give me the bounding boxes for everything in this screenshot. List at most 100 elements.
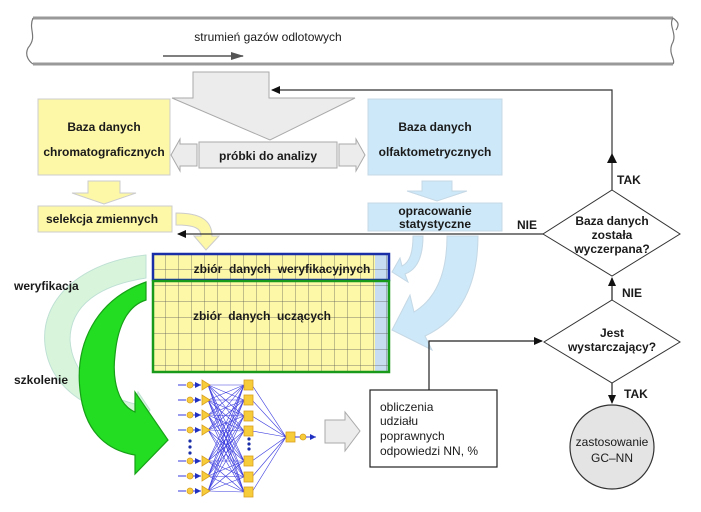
nn-connection bbox=[207, 490, 245, 493]
arrow-to-statistical-processing bbox=[406, 180, 468, 202]
nn-connection bbox=[207, 430, 245, 492]
nn-ellipsis-dot bbox=[247, 442, 251, 446]
nn-ellipsis-dot bbox=[247, 437, 251, 441]
nn-input-neuron bbox=[201, 485, 211, 497]
data-grid: zbiór danych weryfikacyjnych zbiór danyc… bbox=[151, 252, 391, 374]
nn-ellipsis-dot bbox=[188, 439, 192, 443]
chromatographic-database-box bbox=[37, 98, 171, 176]
nn-connection bbox=[207, 384, 245, 492]
decision-database-exhausted[interactable] bbox=[542, 189, 681, 277]
nn-output-neuron bbox=[285, 431, 296, 443]
nn-connection bbox=[251, 436, 287, 462]
arrow-to-variable-selection bbox=[71, 180, 137, 205]
sufficient-yes-label: TAK bbox=[624, 387, 648, 401]
calc-line-3: poprawnych bbox=[380, 429, 445, 443]
curved-arrow-stats-to-training bbox=[391, 235, 479, 352]
sampling-arrow bbox=[171, 71, 356, 141]
variable-selection-label: selekcja zmiennych bbox=[46, 212, 158, 226]
exhausted-no-label: NIE bbox=[517, 218, 537, 232]
terminal-apply-gc-nn[interactable] bbox=[569, 404, 655, 490]
verification-label: weryfikacja bbox=[13, 279, 79, 293]
nn-connection bbox=[251, 430, 287, 438]
nn-input-neuron bbox=[201, 394, 211, 406]
nn-connection bbox=[207, 384, 245, 416]
nn-connection bbox=[207, 384, 245, 401]
nn-output-node bbox=[299, 433, 307, 441]
olfactometric-db-line2: olfaktometrycznych bbox=[379, 145, 492, 159]
decision-exhausted-line1: Baza danych bbox=[575, 214, 648, 228]
terminal-line2: GC–NN bbox=[591, 451, 633, 465]
samples-label: próbki do analizy bbox=[219, 149, 317, 163]
calculation-box bbox=[369, 389, 498, 468]
nn-connection bbox=[251, 436, 287, 478]
curved-arrow-to-verification-set bbox=[175, 212, 221, 251]
nn-hidden-neuron bbox=[243, 455, 254, 467]
nn-input-neuron bbox=[201, 470, 211, 482]
arrow-to-chromatographic bbox=[170, 137, 198, 173]
nn-connection bbox=[207, 476, 245, 492]
nn-connection bbox=[251, 436, 287, 493]
nn-hidden-neuron bbox=[243, 394, 254, 406]
nn-input-neuron bbox=[201, 379, 211, 391]
calc-line-4: odpowiedzi NN, % bbox=[380, 444, 478, 458]
nn-input-neuron bbox=[201, 424, 211, 436]
variable-selection-box bbox=[37, 205, 173, 233]
training-set-box bbox=[151, 279, 391, 374]
nn-connection bbox=[251, 384, 287, 438]
nn-ellipsis-dot bbox=[188, 445, 192, 449]
nn-connection bbox=[207, 384, 245, 417]
nn-input-node bbox=[186, 411, 194, 419]
nn-hidden-neuron bbox=[243, 486, 254, 498]
nn-input-node bbox=[186, 457, 194, 465]
neural-network bbox=[178, 379, 316, 498]
nn-hidden-neuron bbox=[243, 379, 254, 391]
samples-box bbox=[198, 141, 338, 169]
nn-input-node bbox=[186, 396, 194, 404]
decision-sufficient-line1: Jest bbox=[600, 326, 624, 340]
nn-input-neuron bbox=[201, 409, 211, 421]
nn-connection bbox=[207, 399, 245, 492]
nn-input-neuron bbox=[201, 455, 211, 467]
nn-hidden-neuron bbox=[243, 425, 254, 437]
statistical-processing-line1: opracowanie bbox=[398, 204, 472, 218]
nn-ellipsis-dot bbox=[247, 447, 251, 451]
verification-set-label: zbiór danych weryfikacyjnych bbox=[194, 262, 371, 276]
decision-exhausted-line2: została bbox=[592, 228, 633, 242]
nn-ellipsis-dot bbox=[188, 451, 192, 455]
olfactometric-db-line1: Baza danych bbox=[398, 120, 471, 134]
curved-arrow-stats-to-verification bbox=[391, 235, 424, 284]
exhaust-gas-pipe: strumień gazów odlotowych bbox=[26, 16, 679, 66]
connector-calc-to-sufficient bbox=[428, 337, 543, 390]
statistical-processing-line2: statystyczne bbox=[399, 217, 471, 231]
training-label: szkolenie bbox=[14, 373, 68, 387]
decision-sufficient-line2: wystarczający? bbox=[567, 340, 656, 354]
nn-connection bbox=[207, 384, 245, 477]
sufficient-no-label: NIE bbox=[622, 286, 642, 300]
calc-line-1: obliczenia bbox=[380, 400, 434, 414]
exhausted-yes-label: TAK bbox=[617, 173, 641, 187]
chromatographic-db-line2: chromatograficznych bbox=[43, 145, 164, 159]
nn-connection bbox=[207, 460, 245, 492]
nn-input-node bbox=[186, 426, 194, 434]
arrow-to-olfactometric bbox=[338, 137, 366, 173]
nn-connection bbox=[207, 384, 245, 431]
calc-line-2: udziału bbox=[380, 414, 418, 428]
up-arrowhead bbox=[607, 153, 617, 163]
nn-connection bbox=[207, 399, 245, 431]
nn-hidden-neuron bbox=[243, 471, 254, 483]
nn-connection bbox=[251, 399, 287, 438]
nn-input-node bbox=[186, 472, 194, 480]
decision-exhausted-line3: wyczerpana? bbox=[573, 242, 649, 256]
olfactometric-database-box bbox=[367, 98, 503, 176]
training-set-label: zbiór danych uczących bbox=[193, 309, 331, 323]
terminal-line1: zastosowanie bbox=[576, 435, 649, 449]
nn-input-node bbox=[186, 487, 194, 495]
nn-connection bbox=[207, 415, 245, 492]
arrow-to-calculation bbox=[324, 410, 361, 453]
nn-input-node bbox=[186, 381, 194, 389]
nn-hidden-neuron bbox=[243, 410, 254, 422]
pipe-label: strumień gazów odlotowych bbox=[194, 30, 341, 44]
nn-connection bbox=[251, 415, 287, 438]
training-arrow bbox=[78, 281, 169, 476]
